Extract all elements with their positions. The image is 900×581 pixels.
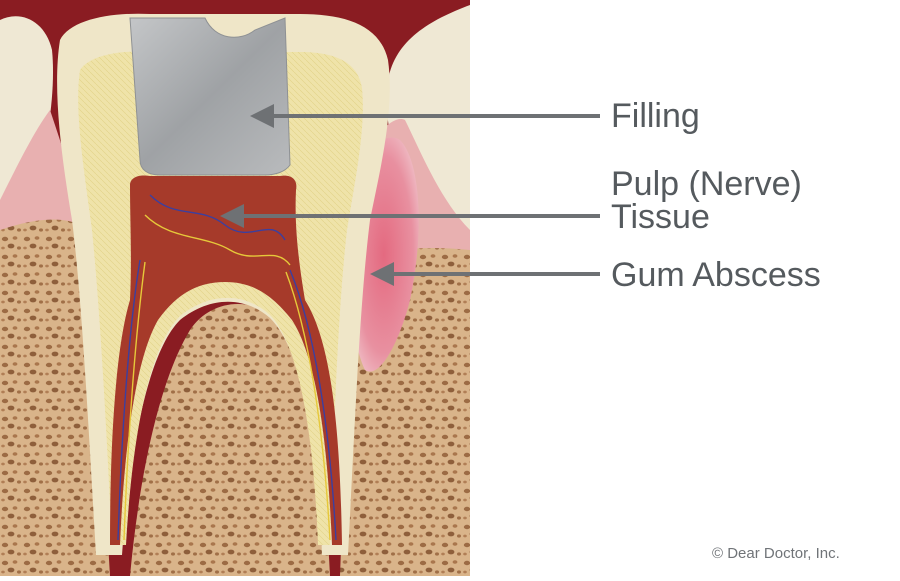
gum-abscess-arrowhead	[370, 262, 394, 286]
gum-tissue-left	[0, 110, 80, 250]
filling-metal	[129, 17, 291, 176]
label-gum-abscess: Gum Abscess	[611, 256, 821, 294]
label-pulp-line1: Pulp (Nerve)	[611, 165, 802, 203]
pulp-arrowhead	[220, 204, 244, 228]
label-filling: Filling	[611, 97, 700, 135]
label-pulp-line2: Tissue	[611, 198, 710, 236]
copyright-notice: © Dear Doctor, Inc.	[712, 545, 840, 562]
neighbor-tooth-left	[0, 16, 54, 220]
pulp	[110, 175, 342, 545]
pointer-arrows	[220, 104, 600, 286]
filling-arrowhead	[250, 104, 274, 128]
dentin	[78, 51, 363, 545]
nerve-vessels	[117, 194, 337, 541]
